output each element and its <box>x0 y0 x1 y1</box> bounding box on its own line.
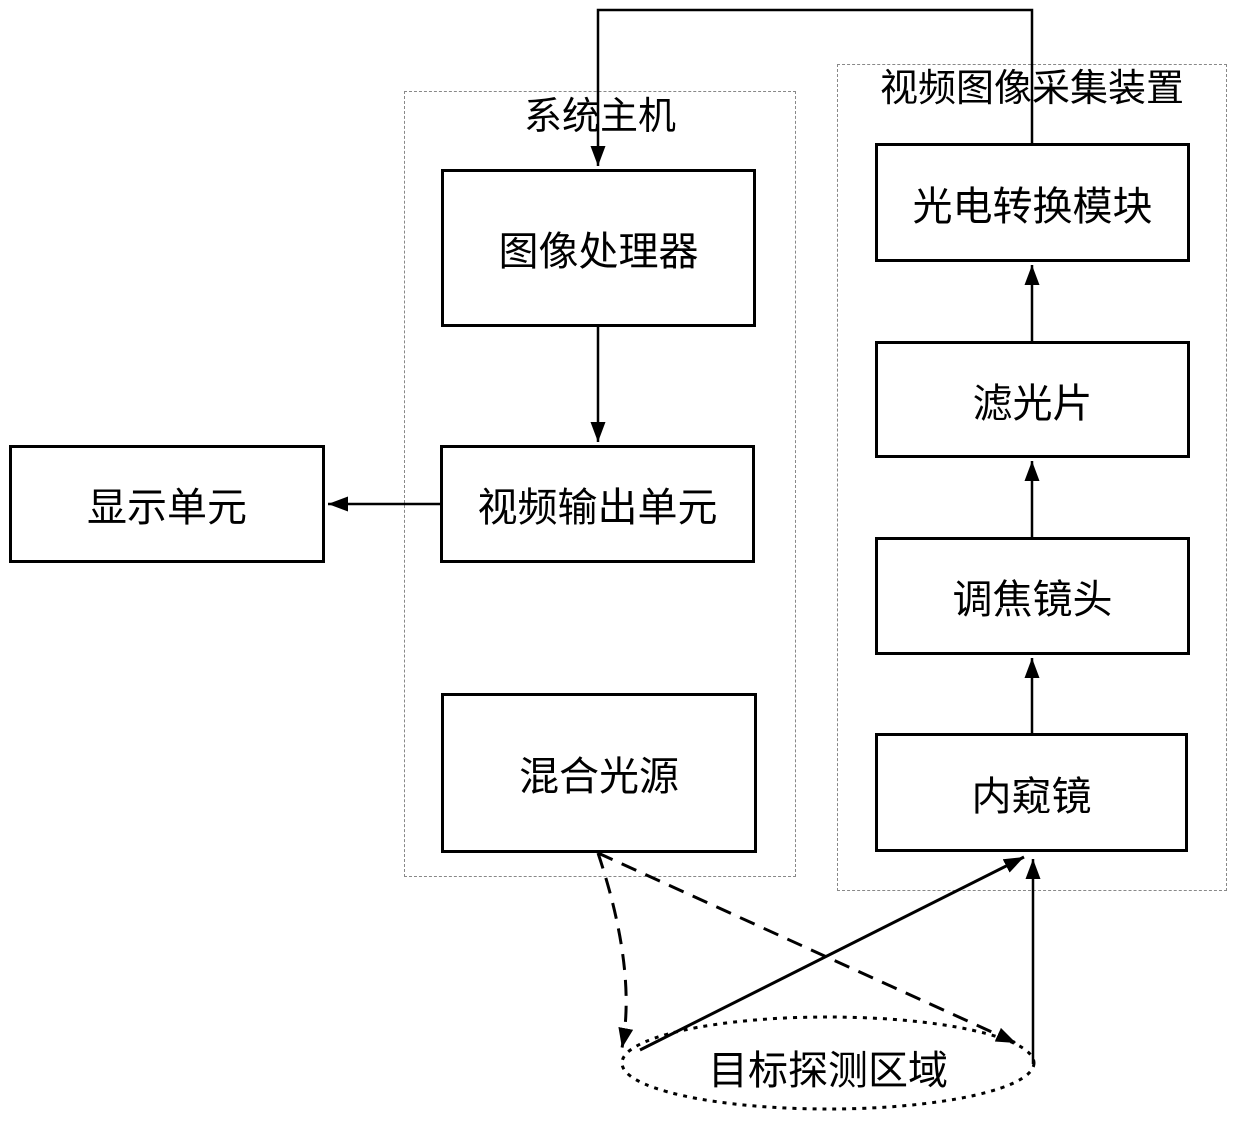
node-photoelectric-module: 光电转换模块 <box>875 143 1190 262</box>
node-mixed-light-source-label: 混合光源 <box>519 754 679 799</box>
group-title-capture-device: 视频图像采集装置 <box>879 68 1184 110</box>
node-video-output-unit: 视频输出单元 <box>440 445 755 563</box>
node-focus-lens-label: 调焦镜头 <box>952 577 1113 622</box>
node-image-processor-label: 图像处理器 <box>498 229 699 274</box>
group-title-system-host: 系统主机 <box>523 96 676 138</box>
node-optical-filter: 滤光片 <box>875 341 1190 458</box>
node-display-unit-label: 显示单元 <box>87 485 247 530</box>
node-endoscope-label: 内窥镜 <box>971 773 1092 819</box>
node-photoelectric-module-label: 光电转换模块 <box>912 183 1153 229</box>
node-focus-lens: 调焦镜头 <box>875 537 1190 655</box>
target-area-label: 目标探测区域 <box>708 1048 948 1093</box>
node-mixed-light-source: 混合光源 <box>441 693 757 853</box>
node-video-output-unit-label: 视频输出单元 <box>477 485 718 530</box>
node-display-unit: 显示单元 <box>9 445 325 563</box>
node-endoscope: 内窥镜 <box>875 733 1188 852</box>
dashed-arrow-light-to-target-left <box>596 852 634 1049</box>
node-optical-filter-label: 滤光片 <box>972 380 1093 426</box>
node-image-processor: 图像处理器 <box>441 169 756 327</box>
